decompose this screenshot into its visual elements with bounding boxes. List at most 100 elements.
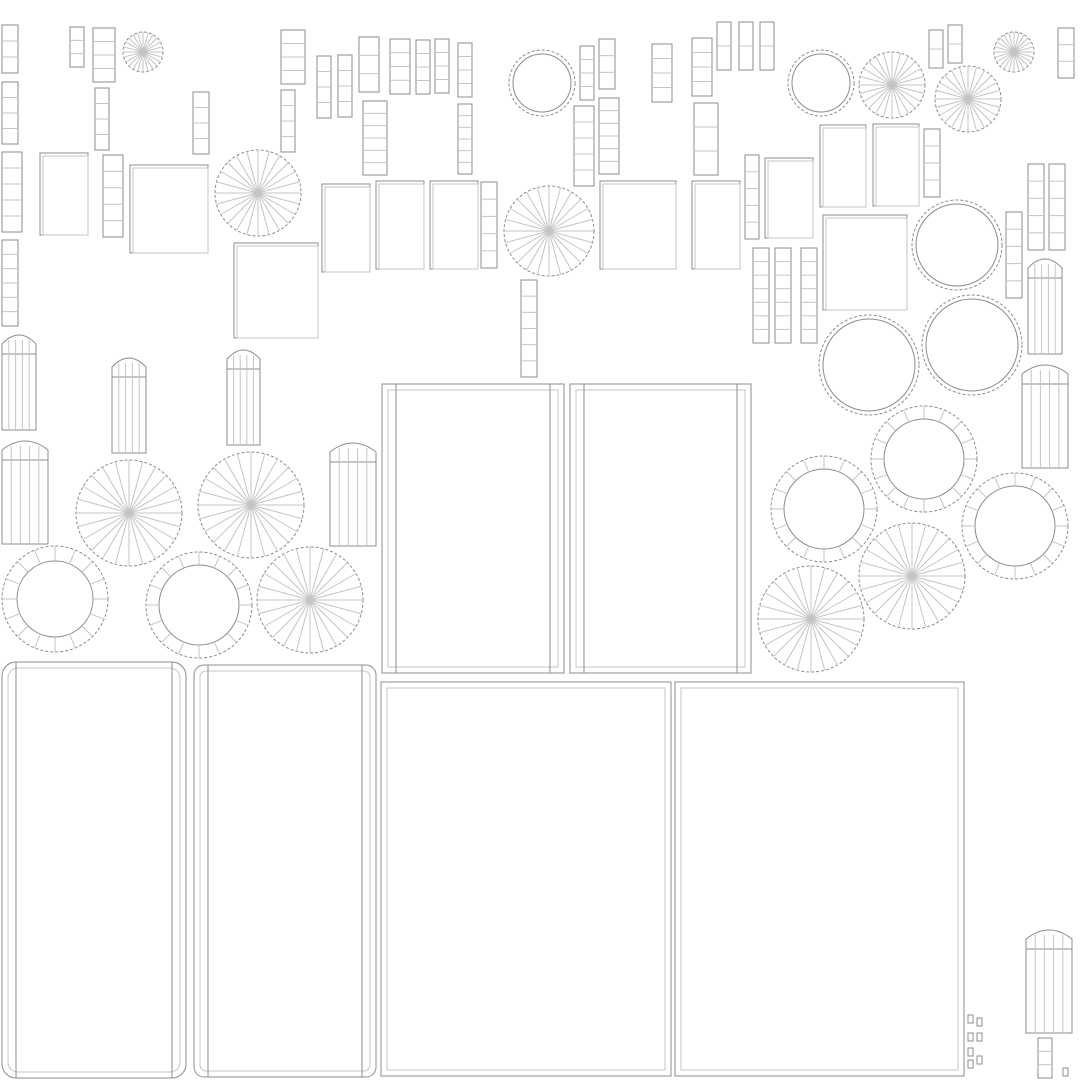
fan-spoke bbox=[91, 512, 130, 551]
fan-spoke bbox=[911, 575, 927, 628]
circle-inner bbox=[791, 53, 851, 113]
fan-spoke bbox=[810, 618, 863, 634]
panel-inner bbox=[680, 687, 959, 1071]
ring-segment bbox=[149, 584, 163, 591]
uv-strip bbox=[457, 103, 473, 175]
fan-spoke bbox=[891, 61, 916, 86]
fan-spoke bbox=[874, 538, 913, 577]
fan-spoke bbox=[882, 84, 893, 118]
square-outline bbox=[129, 164, 209, 254]
uv-cap-fan bbox=[197, 451, 305, 559]
uv-square-island bbox=[872, 123, 920, 207]
uv-cap-fan bbox=[934, 65, 1002, 133]
strip-outline bbox=[69, 26, 85, 68]
fan-spoke bbox=[882, 52, 893, 86]
fan-spoke bbox=[810, 592, 858, 620]
fan-spoke bbox=[257, 192, 300, 205]
fan-spoke bbox=[891, 84, 902, 118]
fan-spoke bbox=[958, 66, 969, 100]
uv-tiny-island bbox=[967, 1014, 974, 1024]
fan-spoke bbox=[142, 41, 161, 53]
fan-spoke bbox=[257, 171, 296, 194]
fan-spoke bbox=[1008, 32, 1015, 53]
fan-spoke bbox=[125, 41, 144, 53]
strip-outline bbox=[752, 247, 770, 344]
strip-outline bbox=[1, 24, 19, 74]
fan-spoke bbox=[951, 70, 969, 100]
cylinder-outline bbox=[1021, 364, 1069, 469]
cylinder-outline bbox=[1027, 258, 1063, 355]
ring-segment bbox=[235, 584, 249, 591]
fan-spoke bbox=[911, 575, 939, 623]
fan-spoke bbox=[123, 46, 144, 53]
fan-spoke bbox=[128, 486, 176, 514]
square-outline bbox=[872, 123, 920, 207]
uv-panel bbox=[1, 661, 187, 1079]
fan-spoke bbox=[911, 538, 950, 577]
fan-spoke bbox=[759, 604, 812, 620]
uv-ring bbox=[770, 455, 878, 563]
fan-spoke bbox=[891, 84, 925, 95]
fan-spoke bbox=[875, 56, 893, 86]
fan-spoke bbox=[236, 453, 252, 506]
fan-spoke bbox=[250, 504, 289, 543]
square-inner bbox=[132, 167, 209, 254]
uv-square-island bbox=[129, 164, 209, 254]
ring-segment bbox=[903, 409, 910, 423]
fan-spoke bbox=[257, 155, 280, 194]
fan-spoke bbox=[220, 171, 259, 194]
ring-segment bbox=[977, 553, 988, 564]
uv-strip bbox=[1, 239, 19, 327]
uv-strip bbox=[1, 24, 19, 74]
ring-segment bbox=[851, 471, 862, 482]
fan-spoke bbox=[1013, 51, 1029, 67]
fan-spoke bbox=[865, 549, 913, 577]
fan-spoke bbox=[77, 512, 130, 528]
ring-inner bbox=[974, 485, 1056, 567]
fan-spoke bbox=[505, 230, 550, 244]
ring-segment bbox=[178, 555, 185, 569]
fan-spoke bbox=[996, 51, 1015, 63]
uv-square-island bbox=[39, 152, 89, 236]
fan-spoke bbox=[236, 504, 252, 557]
fan-spoke bbox=[295, 548, 311, 601]
uv-strip bbox=[337, 54, 353, 118]
ring-segment bbox=[17, 561, 29, 573]
fan-spoke bbox=[272, 599, 311, 638]
uv-strip bbox=[1, 81, 19, 145]
ring-segment bbox=[1042, 488, 1053, 499]
fan-spoke bbox=[250, 504, 303, 520]
uv-square-island bbox=[691, 180, 741, 270]
fan-spoke bbox=[257, 192, 296, 215]
fan-spoke bbox=[128, 512, 167, 551]
fan-spoke bbox=[257, 192, 270, 235]
panel-outline bbox=[193, 664, 377, 1078]
fan-spoke bbox=[967, 70, 985, 100]
fan-spoke bbox=[257, 192, 280, 231]
fan-spoke bbox=[994, 51, 1015, 58]
uv-strip bbox=[598, 97, 620, 175]
uv-ring bbox=[1, 545, 109, 653]
fan-spoke bbox=[1013, 51, 1034, 58]
ring-segment bbox=[89, 613, 105, 620]
fan-spoke bbox=[128, 37, 144, 53]
fan-spoke bbox=[1003, 34, 1015, 53]
fan-spoke bbox=[263, 599, 311, 627]
uv-strip bbox=[691, 37, 713, 97]
ring-segment bbox=[34, 633, 41, 649]
fan-spoke bbox=[82, 486, 130, 514]
fan-spoke bbox=[246, 151, 259, 194]
fan-spoke bbox=[784, 618, 812, 666]
fan-spoke bbox=[548, 208, 589, 232]
fan-spoke bbox=[128, 512, 176, 540]
uv-strip bbox=[362, 100, 388, 176]
ring-segment bbox=[5, 613, 21, 620]
uv-strip bbox=[716, 21, 732, 71]
uv-cylinder bbox=[1021, 364, 1069, 469]
square-inner bbox=[236, 245, 319, 339]
fan-spoke bbox=[309, 599, 337, 647]
cylinder-outline bbox=[226, 349, 261, 446]
fan-spoke bbox=[250, 504, 266, 557]
uv-square-island bbox=[233, 242, 319, 339]
fan-spoke bbox=[250, 453, 266, 506]
